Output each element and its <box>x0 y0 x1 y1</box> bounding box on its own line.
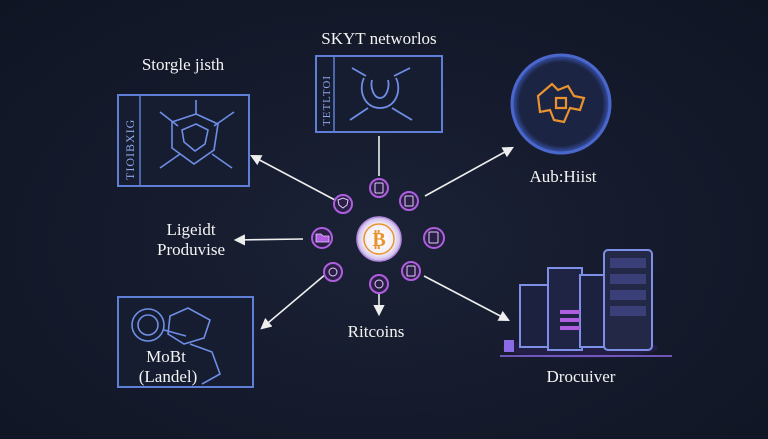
label-bottom-right: Drocuiver <box>547 367 616 386</box>
label-top-left: Storgle jisth <box>142 55 225 74</box>
hub-coin: ₿ <box>356 216 402 262</box>
node-document-icon <box>399 191 419 211</box>
shield-network-icon <box>159 100 235 169</box>
panel-top-right <box>510 53 612 155</box>
panel-top-center: TETLTOI <box>315 55 443 133</box>
label-top-right: Aub:Hiist <box>529 167 596 186</box>
label-left-line1: Ligeidt <box>166 220 215 239</box>
arrow-bottom-left <box>260 267 334 330</box>
arrow-bottom-right <box>423 275 510 322</box>
label-left-line2: Produvise <box>157 240 225 259</box>
node-document-icon <box>423 227 445 249</box>
node-document-icon <box>401 261 421 281</box>
arrow-left <box>233 234 304 246</box>
node-folder-icon <box>311 227 333 249</box>
server-rack-icon <box>500 249 672 358</box>
hub-bitcoin-icon: ₿ <box>372 229 385 251</box>
label-bottom-left-line1: MoBt <box>146 347 186 366</box>
coin-network-icon <box>131 307 221 385</box>
panel-bottom-left <box>117 296 254 388</box>
panel-top-left: TIOIBXIG <box>117 94 250 187</box>
arrow-top-left <box>250 154 336 201</box>
label-bottom-center: Ritcoins <box>348 322 405 341</box>
node-shield-icon <box>333 194 353 214</box>
node-coin-icon <box>323 262 343 282</box>
crypto-puzzle-icon <box>536 82 586 124</box>
top-center-side-text: TETLTOI <box>321 75 333 126</box>
node-document-icon <box>369 178 389 198</box>
label-bottom-left-line2: (Landel) <box>139 367 198 386</box>
label-top-center: SKYT networlos <box>321 29 436 48</box>
satellite-nodes <box>311 178 445 294</box>
magnet-icon <box>349 67 413 121</box>
top-left-side-text: TIOIBXIG <box>123 119 137 180</box>
arrow-top-right <box>424 146 514 197</box>
connector-arrows <box>233 136 514 330</box>
node-coin-icon <box>369 274 389 294</box>
